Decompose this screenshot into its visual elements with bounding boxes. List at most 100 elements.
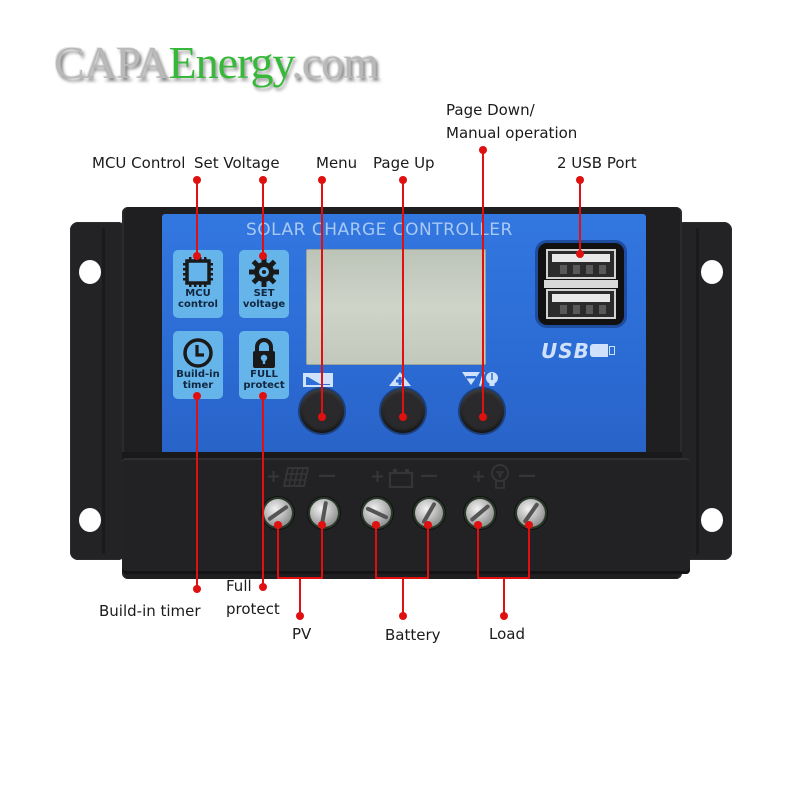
usb-pin <box>586 305 593 314</box>
leader-line-build-in-timer <box>196 396 198 588</box>
usb-pin <box>573 305 580 314</box>
terminal-strip <box>122 458 690 574</box>
usb-tongue <box>552 294 610 302</box>
tile-label-line1: FULL <box>250 369 278 380</box>
bulb-icon <box>491 464 509 489</box>
leader-line-load-positive <box>477 525 479 579</box>
callout-page-down-line2: Manual operation <box>446 124 578 142</box>
usb-pin <box>599 305 606 314</box>
feature-tile-full-protect: FULL protect <box>239 331 289 399</box>
tile-label-line1: Build-in <box>176 369 220 380</box>
load-minus-sign: — <box>518 465 536 486</box>
flange-rib <box>696 228 699 554</box>
menu-screen-icon <box>303 373 333 387</box>
usb-divider <box>544 280 618 288</box>
tile-label-line2: protect <box>243 380 285 391</box>
usb-plug-tip-icon <box>609 346 615 355</box>
feature-tile-set-voltage: SET voltage <box>239 250 289 318</box>
leader-dot <box>318 413 326 421</box>
battery-minus-sign: — <box>420 465 438 486</box>
tile-label-line2: control <box>178 299 218 310</box>
leader-line-full-protect <box>262 396 264 586</box>
usb-pin <box>573 265 580 274</box>
callout-page-up: Page Up <box>373 154 435 172</box>
usb-tongue <box>552 254 610 262</box>
callout-load: Load <box>489 625 525 643</box>
feature-tile-mcu-control: MCU control <box>173 250 223 318</box>
usb-logo-text: USB <box>541 339 590 363</box>
leader-line-mcu-control <box>196 180 198 256</box>
usb-pin <box>599 265 606 274</box>
tile-label: MCU control <box>173 288 223 310</box>
callout-full-protect-line2: protect <box>226 600 280 618</box>
clock-icon <box>183 338 213 368</box>
callout-pv: PV <box>292 625 312 643</box>
callout-menu: Menu <box>316 154 358 172</box>
leader-dot <box>576 250 584 258</box>
leader-dot <box>399 612 407 620</box>
battery-icon <box>388 469 414 488</box>
callout-set-voltage: Set Voltage <box>194 154 280 172</box>
tile-label-line2: voltage <box>242 299 286 310</box>
up-plus-triangle-icon <box>389 372 411 386</box>
leader-line-pv <box>299 577 301 615</box>
solar-panel-icon <box>283 467 309 487</box>
screw-slot <box>267 504 289 522</box>
mounting-hole <box>79 508 101 532</box>
pv-minus-sign: — <box>318 465 336 486</box>
callout-usb-port: 2 USB Port <box>557 154 637 172</box>
leader-line-usb-port <box>579 180 581 254</box>
gear-icon <box>249 257 279 287</box>
panel-title: SOLAR CHARGE CONTROLLER <box>246 220 513 240</box>
mounting-hole <box>701 508 723 532</box>
leader-line-load-negative <box>528 525 530 579</box>
leader-line-menu <box>321 180 323 416</box>
logo-capa-text: CAPA <box>54 37 169 88</box>
leader-dot <box>479 413 487 421</box>
battery-plus-sign: + <box>370 466 386 487</box>
logo-energy-text: Energy <box>168 37 292 88</box>
leader-dot <box>193 585 201 593</box>
tile-label: Build-in timer <box>173 369 223 391</box>
leader-line-set-voltage <box>262 180 264 256</box>
leader-dot <box>500 612 508 620</box>
leader-line-battery-negative <box>427 525 429 579</box>
tile-label-line1: MCU <box>185 288 211 299</box>
tile-label-line2: timer <box>182 380 214 391</box>
leader-line-pv-negative <box>321 525 323 579</box>
leader-dot <box>259 252 267 260</box>
tile-label-line1: SET <box>253 288 275 299</box>
mounting-hole <box>701 260 723 284</box>
leader-dot <box>296 612 304 620</box>
pv-plus-sign: + <box>266 466 282 487</box>
leader-line-load <box>503 577 505 615</box>
mounting-hole <box>79 260 101 284</box>
callout-build-in-timer: Build-in timer <box>99 602 201 620</box>
callout-battery: Battery <box>385 626 441 644</box>
logo-com-text: .com <box>291 37 380 88</box>
usb-port-2[interactable] <box>546 289 616 319</box>
usb-plug-icon <box>590 344 608 357</box>
padlock-icon <box>253 338 275 368</box>
leader-line-pv-positive <box>277 525 279 579</box>
usb-pin <box>586 265 593 274</box>
leader-dot <box>193 252 201 260</box>
callout-mcu-control: MCU Control <box>92 154 186 172</box>
screw-slot <box>365 506 389 520</box>
capaenergy-watermark-logo: CAPAEnergy.com <box>54 37 380 88</box>
left-mounting-flange <box>70 222 126 560</box>
tile-label: FULL protect <box>239 369 289 391</box>
usb-pin <box>560 265 567 274</box>
load-plus-sign: + <box>471 466 487 487</box>
terminal-strip-shadow <box>122 452 682 462</box>
leader-line-battery <box>402 577 404 615</box>
feature-tile-build-in-timer: Build-in timer <box>173 331 223 399</box>
leader-line-page-down <box>482 150 484 416</box>
leader-dot <box>399 413 407 421</box>
down-minus-triangle-bulb-icon <box>462 371 498 387</box>
leader-line-battery-positive <box>375 525 377 579</box>
usb-pin <box>560 305 567 314</box>
leader-line-page-up <box>402 180 404 416</box>
screw-slot <box>469 503 491 523</box>
flange-rib <box>102 228 105 554</box>
